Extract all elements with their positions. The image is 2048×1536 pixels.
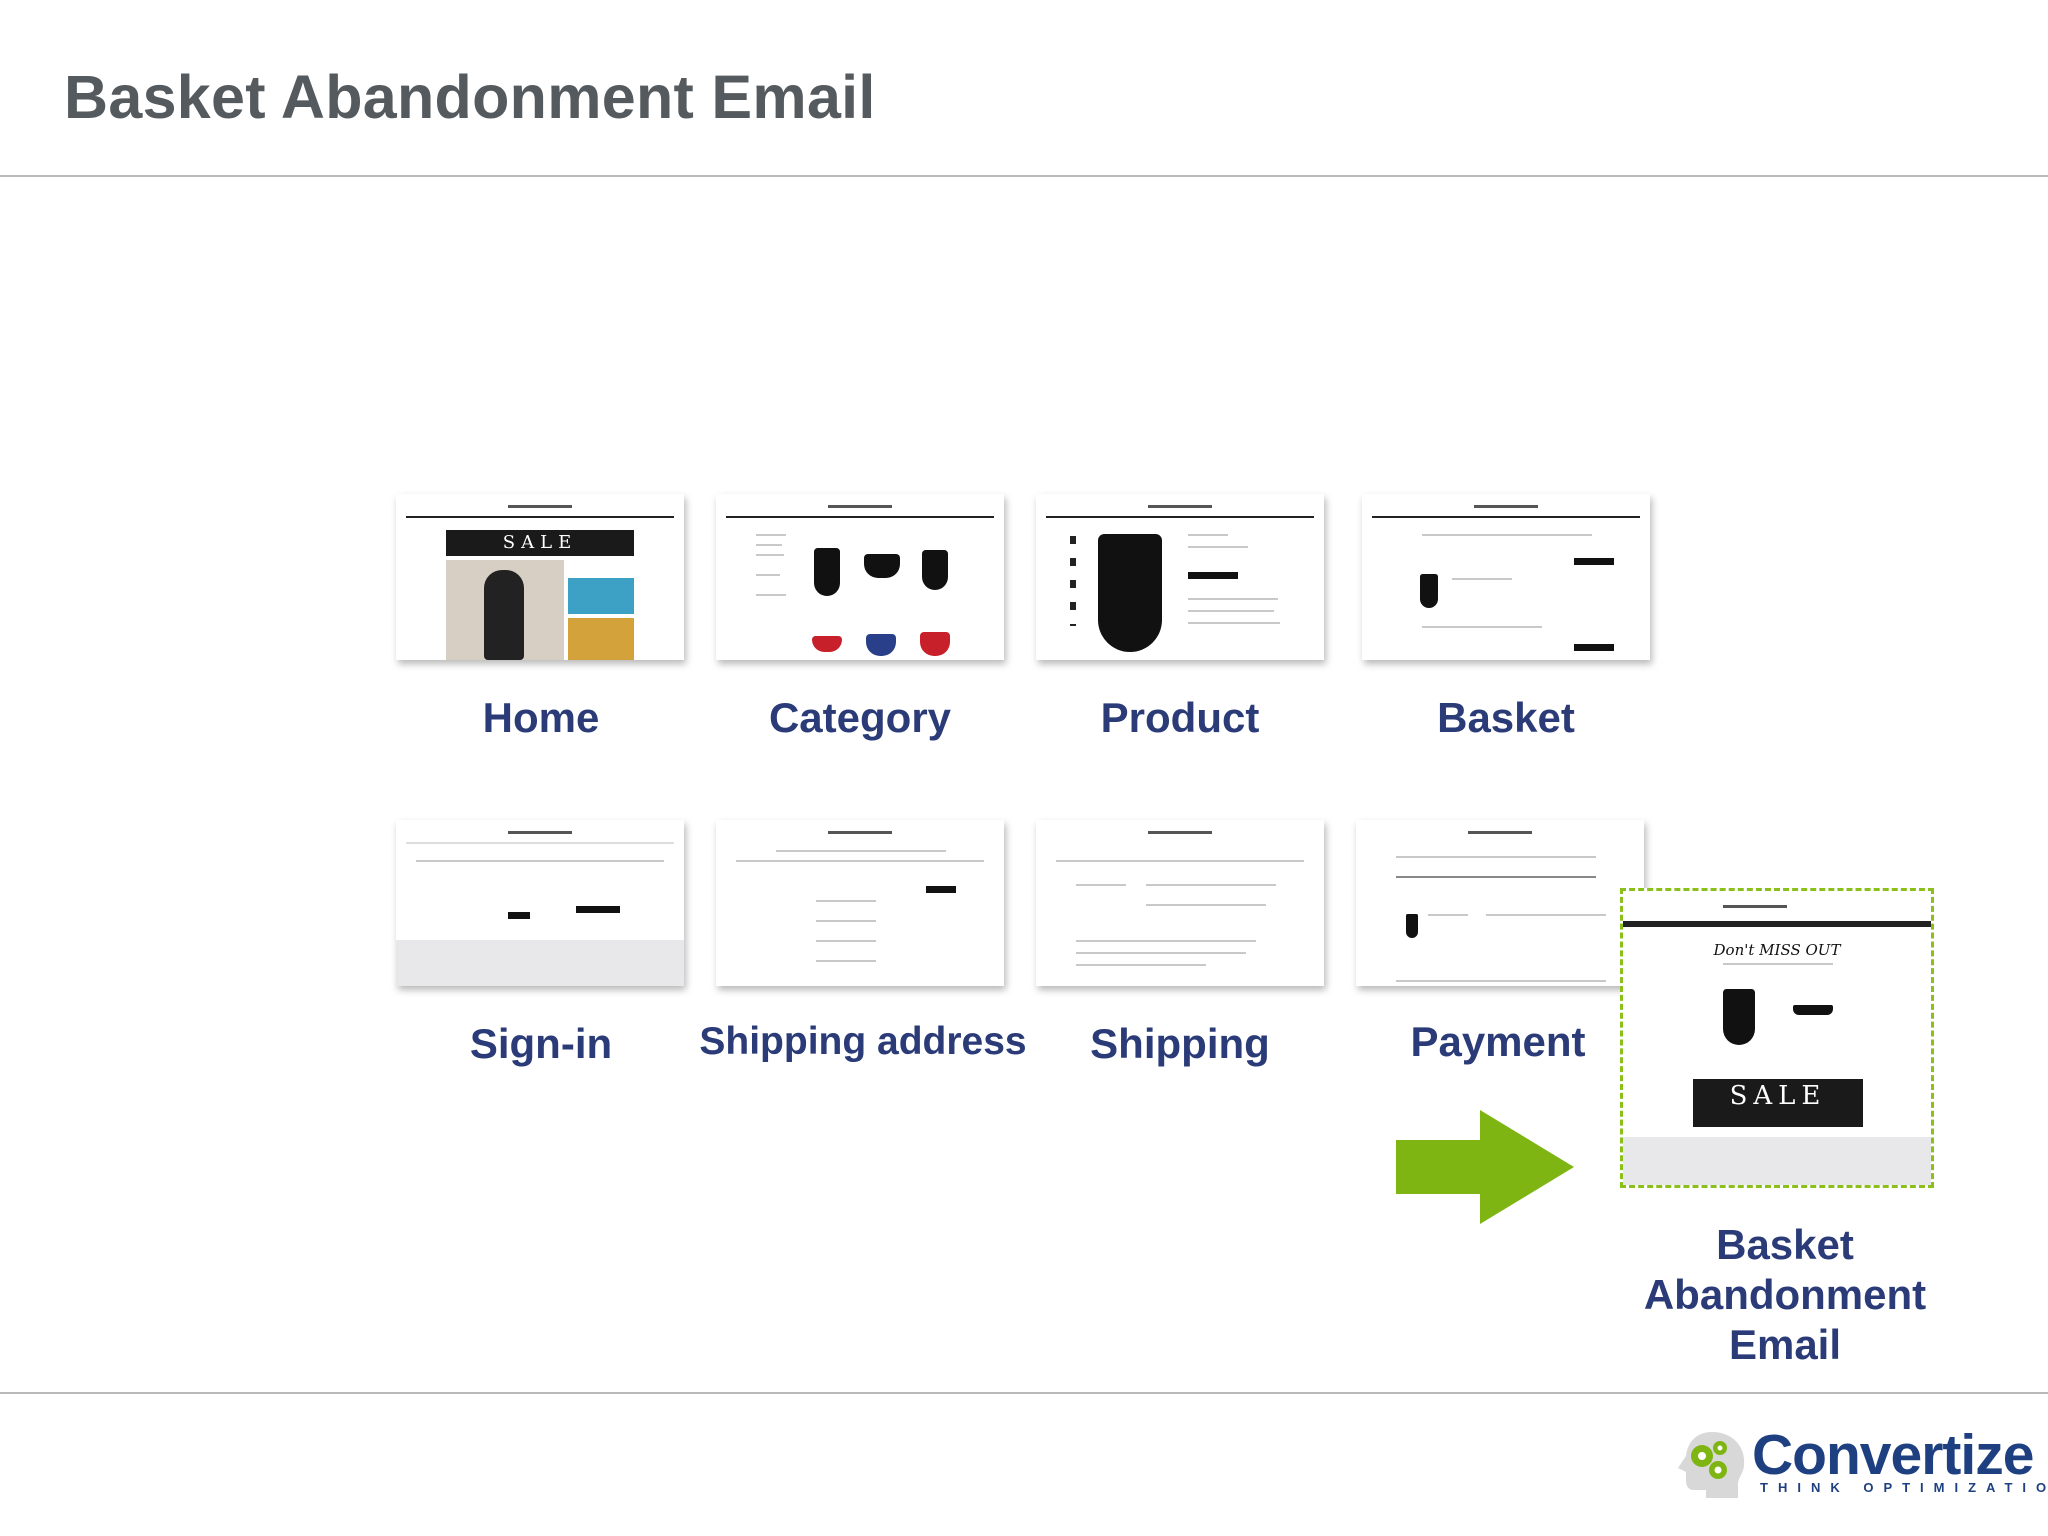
sale-banner: SALE xyxy=(446,530,634,556)
arrow-right-icon xyxy=(1396,1110,1574,1224)
brand-logo xyxy=(1723,905,1787,908)
nav-bar xyxy=(406,516,674,518)
step-label: Sign-in xyxy=(469,1020,613,1067)
step-label: Payment xyxy=(1410,1018,1586,1065)
checkout-button xyxy=(1574,558,1614,565)
step-label: Product xyxy=(1100,694,1260,741)
add-to-bag-button xyxy=(1188,572,1238,579)
footer-divider xyxy=(0,1392,2048,1394)
promo-image xyxy=(568,618,634,660)
thumbnail-shipping-address xyxy=(716,820,1004,986)
product-image xyxy=(922,550,948,590)
nav-bar xyxy=(1623,921,1931,927)
product-image xyxy=(1406,914,1418,938)
slide-title: Basket Abandonment Email xyxy=(64,63,876,131)
checkout-button xyxy=(1574,644,1614,651)
step-label: Basket xyxy=(1437,694,1575,741)
promo-image xyxy=(568,578,634,614)
logo-wordmark: Convertize xyxy=(1752,1423,2034,1487)
email-headline: Don't MISS OUT xyxy=(1713,941,1841,959)
thumbnail-sign-in xyxy=(396,820,684,986)
product-image xyxy=(1723,989,1755,1045)
logo-tagline: THINK OPTIMIZATION xyxy=(1760,1480,2048,1495)
thumbnail-payment xyxy=(1356,820,1644,986)
product-image xyxy=(814,548,840,596)
register-button xyxy=(576,906,620,913)
product-image xyxy=(866,634,896,656)
product-image xyxy=(864,554,900,578)
step-label: Shipping address xyxy=(699,1020,1027,1063)
sign-in-button xyxy=(508,912,530,919)
step-label: Shipping xyxy=(1090,1020,1270,1067)
product-image xyxy=(812,636,842,652)
continue-button xyxy=(926,886,956,893)
hero-image xyxy=(446,560,564,660)
thumbnail-category xyxy=(716,494,1004,660)
header-divider xyxy=(0,175,2048,177)
brand-logo xyxy=(508,505,572,508)
thumbnail-product xyxy=(1036,494,1324,660)
thumbnail-basket-abandonment-email: Don't MISS OUT SALE xyxy=(1620,888,1934,1188)
step-label: Home xyxy=(482,694,600,741)
convertize-logo: Convertize THINK OPTIMIZATION xyxy=(1672,1423,2048,1504)
final-step-label: Basket Abandonment Email xyxy=(1643,1221,1927,1368)
thumbnail-home: SALE xyxy=(396,494,684,660)
product-image xyxy=(920,632,950,656)
sale-banner: SALE xyxy=(1693,1079,1863,1127)
step-label: Category xyxy=(768,694,952,741)
sunglasses-icon xyxy=(1793,1005,1833,1015)
product-image xyxy=(1420,574,1438,608)
gear-head-icon xyxy=(1678,1432,1745,1498)
thumbnail-shipping xyxy=(1036,820,1324,986)
product-image xyxy=(1098,534,1162,652)
thumbnail-basket xyxy=(1362,494,1650,660)
